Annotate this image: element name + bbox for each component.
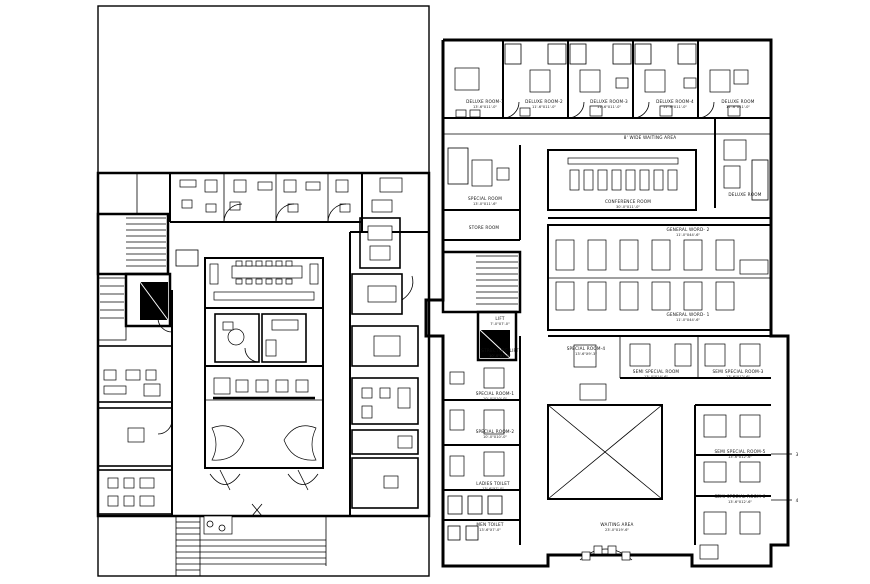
- left-floor-plan: [96, 5, 431, 577]
- svg-text:DELUXE ROOM-3: DELUXE ROOM-3: [590, 99, 628, 104]
- label-semi-special-room-6: SEMI SPECIAL ROOM-6 13'-6"X12'-6": [714, 494, 765, 504]
- right-floor-plan: [424, 38, 792, 568]
- left-staircase: [96, 212, 170, 276]
- svg-text:DELUXE ROOM: DELUXE ROOM: [728, 192, 761, 197]
- label-general-ward-2: GENERAL WORD- 2 11'-0"X44'-6": [666, 227, 709, 237]
- label-deluxe-room-2: DELUXE ROOM-2 11'-6"X11'-0": [525, 99, 563, 109]
- label-semi-special-room-3: SEMI SPECIAL ROOM-3 13'-6"X12'-6": [712, 369, 763, 379]
- svg-text:13'-6"X12'-6": 13'-6"X12'-6": [728, 500, 752, 504]
- svg-text:DELUXE ROOM: DELUXE ROOM: [721, 99, 754, 104]
- entrance-steps: [175, 516, 327, 576]
- svg-text:11'-6"X11'-0": 11'-6"X11'-0": [726, 105, 750, 109]
- svg-text:13'-6"X11'-0": 13'-6"X11'-0": [473, 105, 497, 109]
- svg-text:13'-0"X11'-6": 13'-0"X11'-6": [473, 202, 497, 206]
- svg-text:7'-0"X7'-0": 7'-0"X7'-0": [490, 322, 510, 326]
- label-semi-special-room-5: SEMI SPECIAL ROOM-5 13'-6"X12'-6": [714, 449, 765, 459]
- svg-text:SPECIAL ROOM-2: SPECIAL ROOM-2: [476, 429, 515, 434]
- label-special-room-top: SPECIAL ROOM 13'-0"X11'-6": [468, 196, 502, 206]
- svg-text:SPECIAL ROOM-1: SPECIAL ROOM-1: [476, 391, 515, 396]
- svg-text:DELUXE ROOM-4: DELUXE ROOM-4: [656, 99, 694, 104]
- left-building-outer-wall: [96, 171, 431, 518]
- label-special-room-4: SPECIAL ROOM-4 13'-6"X9'-3": [567, 346, 606, 356]
- svg-text:LADIES TOILET: LADIES TOILET: [476, 481, 510, 486]
- svg-text:13'-6"X12'-6": 13'-6"X12'-6": [726, 375, 750, 379]
- svg-text:8' WIDE WAITING AREA: 8' WIDE WAITING AREA: [624, 135, 677, 140]
- svg-text:GENERAL WORD- 2: GENERAL WORD- 2: [666, 227, 709, 232]
- svg-text:10'-0"X10'-0": 10'-0"X10'-0": [483, 397, 507, 401]
- svg-text:STRECTURE LIFT: STRECTURE LIFT: [481, 348, 519, 353]
- svg-text:SEMI SPECIAL ROOM-6: SEMI SPECIAL ROOM-6: [714, 494, 765, 499]
- svg-text:GENERAL WORD- 1: GENERAL WORD- 1: [666, 312, 709, 317]
- svg-text:30'-0"X11'-0": 30'-0"X11'-0": [616, 205, 640, 209]
- label-deluxe-room-5: DELUXE ROOM 11'-6"X11'-0": [721, 99, 754, 109]
- room-labels: DELUXE ROOM-1 13'-6"X11'-0" DELUXE ROOM-…: [466, 99, 798, 532]
- label-waiting-area: WAITING AREA 23'-0"X19'-6": [600, 522, 633, 532]
- svg-text:13'-0"X14'-6": 13'-0"X14'-6": [644, 375, 668, 379]
- label-deluxe-room-1: DELUXE ROOM-1 13'-6"X11'-0": [466, 99, 504, 109]
- label-special-room-2: SPECIAL ROOM-2 10'-0"X10'-0": [476, 429, 515, 439]
- label-deluxe-room-6: DELUXE ROOM: [728, 192, 761, 197]
- svg-text:CONFERENCE ROOM: CONFERENCE ROOM: [605, 199, 651, 204]
- svg-text:DELUXE ROOM-1: DELUXE ROOM-1: [466, 99, 504, 104]
- svg-text:LIFT: LIFT: [495, 316, 505, 321]
- svg-text:23'-0"X19'-6": 23'-0"X19'-6": [605, 528, 629, 532]
- svg-text:13'-6"X12'-6": 13'-6"X12'-6": [728, 455, 752, 459]
- svg-text:SPECIAL ROOM-4: SPECIAL ROOM-4: [567, 346, 606, 351]
- callout-3: 3: [796, 452, 799, 457]
- label-lift: LIFT 7'-0"X7'-0": [490, 316, 510, 326]
- svg-text:13'-6"X7'-0": 13'-6"X7'-0": [482, 487, 504, 491]
- label-ladies-toilet: LADIES TOILET 13'-6"X7'-0": [476, 481, 510, 491]
- svg-text:SPECIAL ROOM: SPECIAL ROOM: [468, 196, 502, 201]
- svg-text:10'-0"X7'-0": 10'-0"X7'-0": [489, 354, 511, 358]
- label-general-ward-1: GENERAL WORD- 1 11'-0"X44'-6": [666, 312, 709, 322]
- svg-text:SEMI SPECIAL ROOM-3: SEMI SPECIAL ROOM-3: [712, 369, 763, 374]
- right-building-outer-wall: [424, 38, 790, 568]
- label-stretcher-lift: STRECTURE LIFT 10'-0"X7'-0": [481, 348, 519, 358]
- svg-text:10'-0"X10'-0": 10'-0"X10'-0": [483, 435, 507, 439]
- svg-text:11'-6"X11'-0": 11'-6"X11'-0": [532, 105, 556, 109]
- svg-text:STORE ROOM: STORE ROOM: [469, 225, 500, 230]
- label-conference-room: CONFERENCE ROOM 30'-0"X11'-0": [605, 199, 651, 209]
- label-store-room: STORE ROOM: [469, 225, 500, 230]
- svg-text:13'-6"X9'-3": 13'-6"X9'-3": [575, 352, 597, 356]
- svg-text:SEMI SPECIAL ROOM-5: SEMI SPECIAL ROOM-5: [714, 449, 765, 454]
- label-men-toilet: MEN TOILET 13'-6"X7'-0": [476, 522, 504, 532]
- label-special-room-1: SPECIAL ROOM-1 10'-0"X10'-0": [476, 391, 515, 401]
- svg-text:SEMI SPECIAL ROOM: SEMI SPECIAL ROOM: [633, 369, 680, 374]
- label-waiting-area-top: 8' WIDE WAITING AREA: [624, 135, 677, 140]
- svg-text:13'-6"X7'-0": 13'-6"X7'-0": [479, 528, 501, 532]
- svg-text:11'-6"X11'-0": 11'-6"X11'-0": [597, 105, 621, 109]
- label-deluxe-room-3: DELUXE ROOM-3 11'-6"X11'-0": [590, 99, 628, 109]
- label-deluxe-room-4: DELUXE ROOM-4 11'-6"X11'-0": [656, 99, 694, 109]
- svg-text:MEN TOILET: MEN TOILET: [476, 522, 504, 527]
- svg-text:11'-6"X11'-0": 11'-6"X11'-0": [663, 105, 687, 109]
- label-semi-special-room: SEMI SPECIAL ROOM 13'-0"X14'-6": [633, 369, 680, 379]
- svg-text:11'-0"X44'-6": 11'-0"X44'-6": [676, 233, 700, 237]
- svg-text:WAITING AREA: WAITING AREA: [600, 522, 633, 527]
- svg-text:11'-0"X44'-6": 11'-0"X44'-6": [676, 318, 700, 322]
- svg-text:DELUXE ROOM-2: DELUXE ROOM-2: [525, 99, 563, 104]
- callout-4: 4: [796, 498, 799, 503]
